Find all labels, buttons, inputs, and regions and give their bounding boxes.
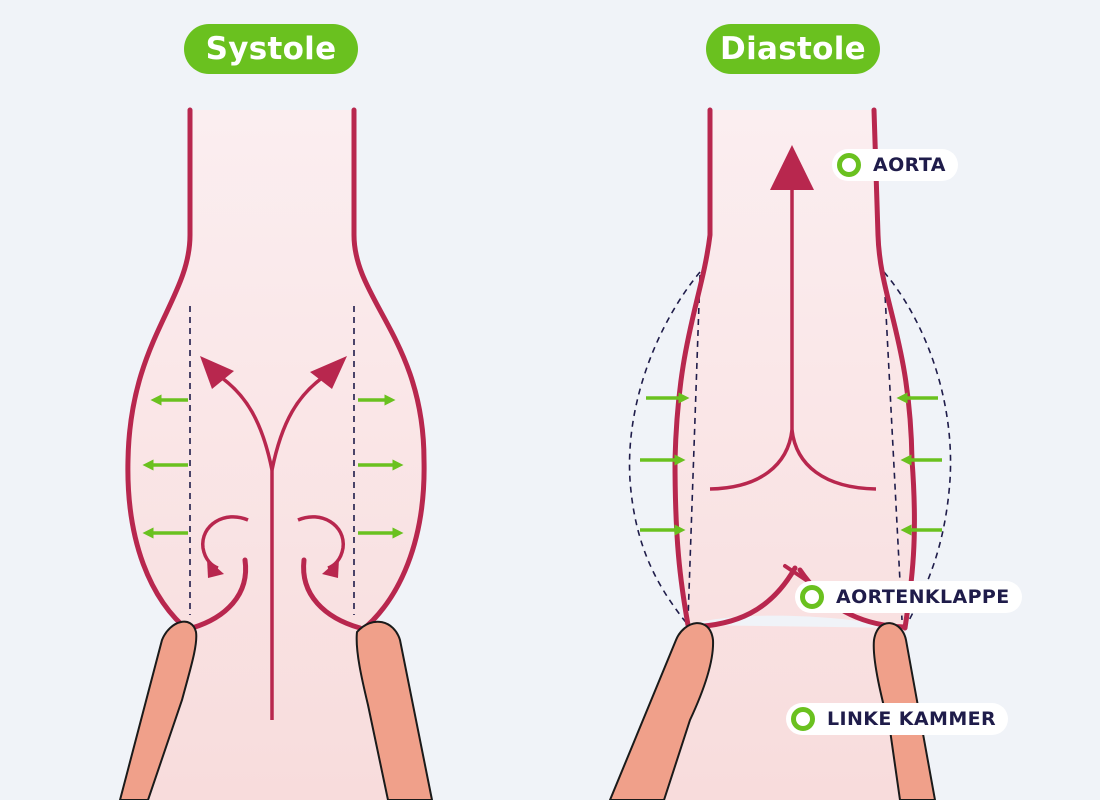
systole-left-wall bbox=[125, 107, 193, 635]
diastole-valve-tip bbox=[783, 564, 808, 582]
diastole-left-wall bbox=[672, 107, 713, 628]
systole-muscle-right bbox=[355, 620, 434, 800]
green-ring-dot-icon bbox=[791, 707, 815, 731]
aorta-label: AORTA bbox=[832, 149, 958, 181]
diastole-right-wall bbox=[871, 107, 917, 631]
diastole-dashed-guide-right bbox=[883, 274, 903, 621]
left-ventricle-label: LINKE KAMMER bbox=[786, 703, 1009, 735]
diastole-dashed-outline-left bbox=[628, 271, 701, 626]
diastole-title-pill: Diastole bbox=[706, 24, 880, 74]
diastole-blood-lumen bbox=[610, 110, 915, 800]
diastole-dashed-guide-left bbox=[687, 274, 701, 621]
diastole-panel bbox=[608, 107, 952, 800]
flow-arrowhead-icon bbox=[207, 559, 224, 578]
aorta-label-text: AORTA bbox=[873, 154, 946, 176]
systole-flow-branch-right bbox=[270, 376, 324, 471]
diastole-muscle-left bbox=[608, 622, 715, 800]
flow-arrowhead-icon bbox=[310, 356, 347, 389]
systole-expansion-arrows bbox=[142, 394, 404, 539]
systole-valve-leaflet-left bbox=[189, 557, 249, 631]
flow-arrowhead-icon bbox=[322, 559, 339, 578]
diastole-recoil-arrows bbox=[640, 392, 942, 536]
systole-muscle-left bbox=[118, 620, 198, 800]
flow-arrowhead-icon bbox=[200, 356, 234, 389]
aortic-valve-label: AORTENKLAPPE bbox=[795, 581, 1022, 613]
aortic-valve-label-text: AORTENKLAPPE bbox=[836, 586, 1010, 608]
flow-arrowhead-icon bbox=[770, 145, 814, 190]
systole-panel bbox=[118, 107, 434, 800]
green-ring-dot-icon bbox=[800, 585, 824, 609]
systole-valve-leaflet-right bbox=[301, 557, 363, 631]
systole-flow-branch-left bbox=[220, 376, 274, 471]
diastole-flow-fork-right bbox=[790, 429, 877, 491]
left-ventricle-label-text: LINKE KAMMER bbox=[827, 708, 997, 730]
green-ring-dot-icon bbox=[837, 153, 861, 177]
diastole-flow-fork-left bbox=[709, 429, 794, 491]
systole-right-wall bbox=[351, 107, 427, 635]
systole-title-pill: Systole bbox=[184, 24, 358, 74]
